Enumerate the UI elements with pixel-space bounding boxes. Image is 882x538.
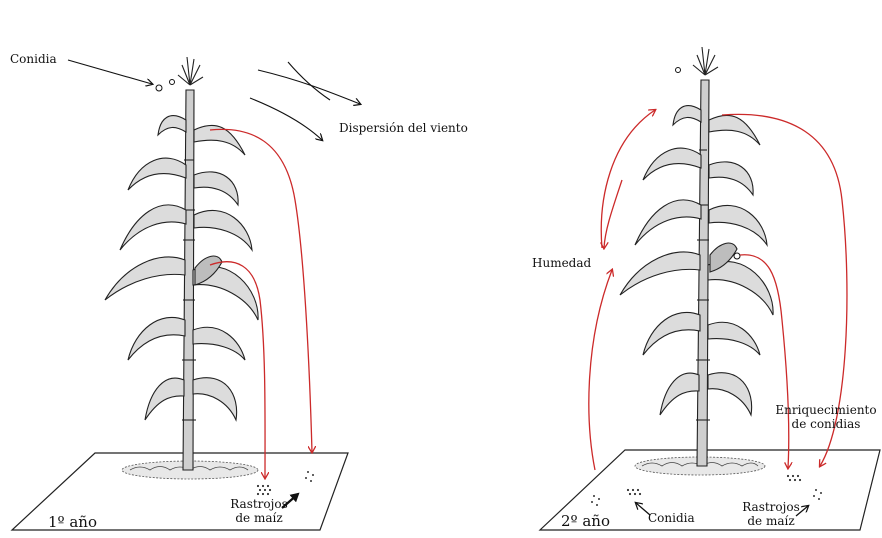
enrichment-label-line2: de conidias <box>770 417 882 431</box>
year-label-left: 1º año <box>48 515 97 529</box>
corn-plant-right <box>620 47 773 466</box>
conidia-label-right: Conidia <box>648 511 695 525</box>
conidia-pointer-arrow-left <box>68 60 152 84</box>
stubble-label-right: Rastrojos de maíz <box>734 500 808 528</box>
left-panel <box>12 57 360 530</box>
year-label-right: 2º año <box>561 514 610 528</box>
stubble-label-right-line1: Rastrojos <box>734 500 808 514</box>
wind-dispersal-label: Dispersión del viento <box>339 121 468 135</box>
conidia-dots-left <box>156 80 175 92</box>
right-panel <box>540 47 880 530</box>
enrichment-label-line1: Enriquecimiento <box>770 403 882 417</box>
stubble-label-left-line2: de maíz <box>214 511 304 525</box>
humidity-label: Humedad <box>532 256 591 270</box>
corn-plant-left <box>105 57 258 470</box>
stubble-label-right-line2: de maíz <box>734 514 808 528</box>
conidia-label-left: Conidia <box>10 52 57 66</box>
stubble-label-left: Rastrojos de maíz <box>214 497 304 525</box>
humidity-arrows <box>589 110 655 470</box>
stubble-label-left-line1: Rastrojos <box>214 497 304 511</box>
enrichment-label: Enriquecimiento de conidias <box>770 403 882 431</box>
